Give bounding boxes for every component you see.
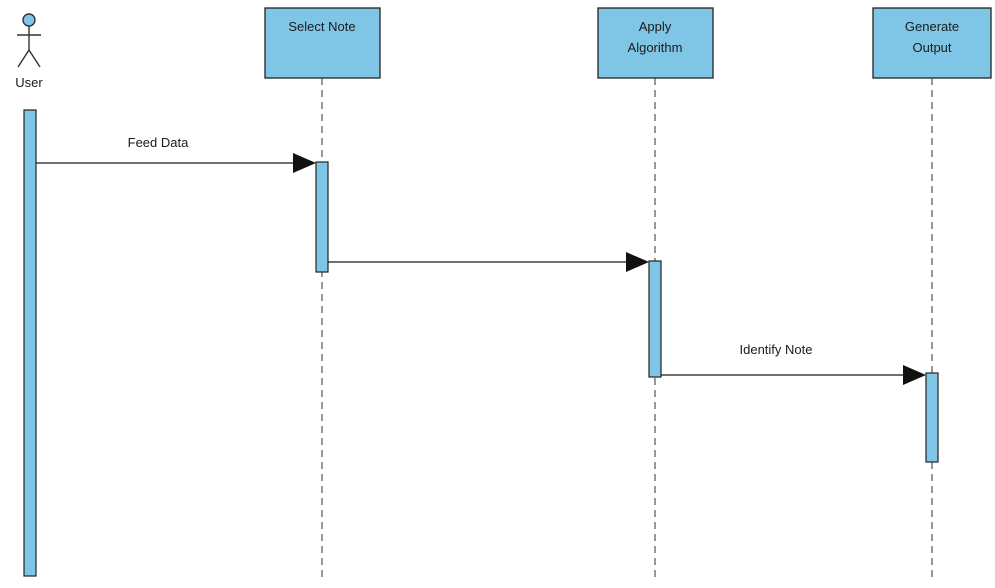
participant-box: [264, 7, 381, 79]
arrowhead-icon: [903, 365, 926, 385]
message-feed-data[interactable]: Feed Data: [36, 135, 316, 173]
actor-user[interactable]: User: [15, 13, 43, 90]
message-label: Feed Data: [128, 135, 189, 150]
arrowhead-icon: [626, 252, 649, 272]
activation-bar-generate-output: [925, 372, 939, 463]
participant-label-line2: Output: [912, 40, 951, 55]
participant-box: [597, 7, 714, 79]
participant-apply-algorithm[interactable]: Apply Algorithm: [597, 7, 714, 79]
actor-head: [22, 13, 36, 27]
participant-select-note[interactable]: Select Note: [264, 7, 381, 79]
participant-box: [872, 7, 992, 79]
actor-label: User: [15, 75, 43, 90]
participant-generate-output[interactable]: Generate Output: [872, 7, 992, 79]
message-label: Identify Note: [740, 342, 813, 357]
participant-label-line1: Select Note: [288, 19, 355, 34]
participant-label-line1: Generate: [905, 19, 959, 34]
arrowhead-icon: [293, 153, 316, 173]
activation-bar-apply-algorithm: [648, 260, 662, 378]
activation-bar-user: [23, 109, 37, 577]
activation-bar-select-note: [315, 161, 329, 273]
participant-label-line1: Apply: [639, 19, 672, 34]
message-select-to-apply[interactable]: [328, 252, 649, 272]
participant-label-line2: Algorithm: [628, 40, 683, 55]
message-identify-note[interactable]: Identify Note: [661, 342, 926, 385]
actor-right-leg: [28, 49, 41, 68]
actor-left-leg: [17, 49, 30, 68]
